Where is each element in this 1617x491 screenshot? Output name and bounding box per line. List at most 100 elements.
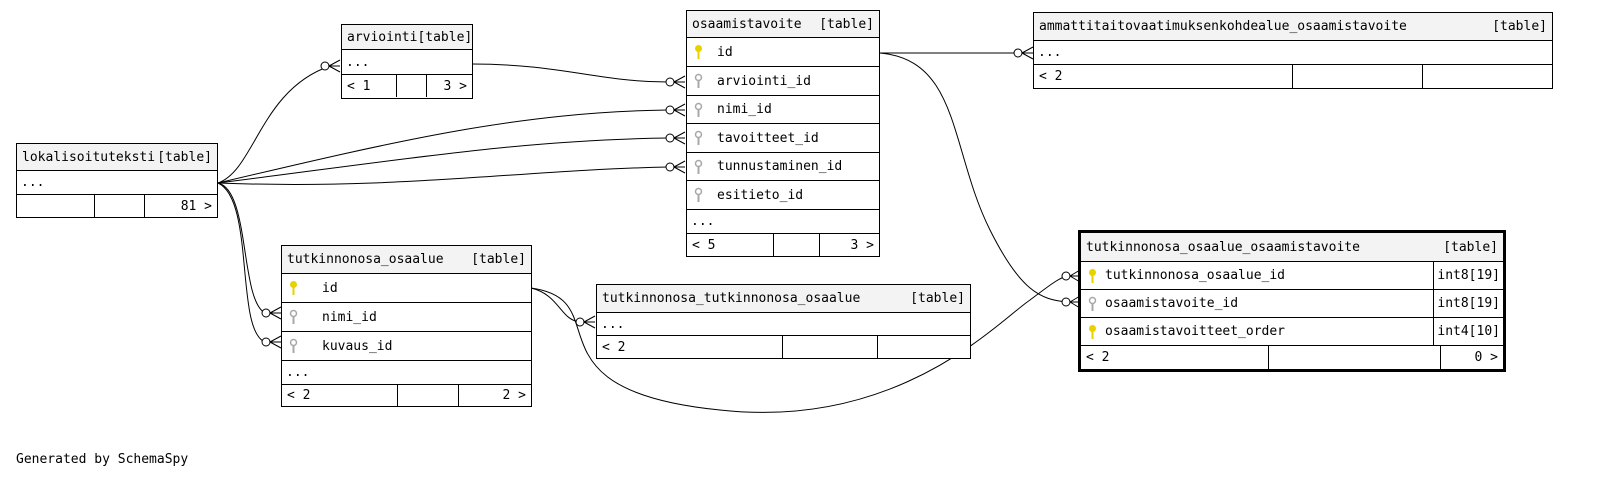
table-ammattitaitovaatimuksenkohdealue-osaamistavoite[interactable]: ammattitaitovaatimuksenkohdealue_osaamis…	[1033, 12, 1553, 89]
foreign-key-icon	[1081, 296, 1103, 312]
table-name: arviointi	[347, 29, 418, 45]
table-tutkinnonosa-osaalue-osaamistavoite[interactable]: tutkinnonosa_osaalue_osaamistavoite [tab…	[1078, 230, 1506, 372]
relation-end-marker	[665, 133, 675, 143]
relation-end-marker	[575, 317, 585, 327]
table-header: osaamistavoite [table]	[687, 11, 879, 38]
column-row[interactable]: arviointi_id	[687, 67, 879, 96]
relation-edge	[217, 109, 669, 184]
children-count[interactable]: 0 >	[1474, 350, 1498, 365]
more-columns: ...	[282, 361, 531, 385]
column-name: tunnustaminen_id	[717, 159, 843, 174]
foreign-key-icon	[282, 338, 304, 354]
relation-edge	[217, 65, 331, 184]
table-osaamistavoite[interactable]: osaamistavoite [table] id arviointi_id n…	[686, 10, 880, 257]
relation-edge	[879, 52, 1069, 303]
column-row[interactable]: nimi_id	[282, 303, 531, 332]
table-kind: [table]	[471, 252, 526, 267]
relation-edge	[217, 166, 669, 185]
column-row[interactable]: osaamistavoitteet_order int4[10]	[1081, 318, 1503, 346]
table-name: tutkinnonosa_tutkinnonosa_osaalue	[602, 291, 861, 306]
column-row[interactable]: tutkinnonosa_osaalue_id int8[19]	[1081, 262, 1503, 290]
column-name: osaamistavoitteet_order	[1105, 324, 1286, 339]
column-name: tavoitteet_id	[717, 130, 819, 146]
column-row[interactable]: kuvaus_id	[282, 332, 531, 361]
more-columns: ...	[1034, 41, 1552, 65]
column-row[interactable]: id	[687, 38, 879, 67]
foreign-key-icon	[687, 159, 709, 175]
column-row[interactable]: tavoitteet_id	[687, 124, 879, 153]
table-footer: < 2 2 >	[282, 385, 531, 406]
parents-count[interactable]: < 2	[597, 336, 783, 358]
table-tutkinnonosa-tutkinnonosa-osaalue[interactable]: tutkinnonosa_tutkinnonosa_osaalue [table…	[596, 284, 971, 359]
children-count[interactable]: 81 >	[180, 198, 212, 214]
foreign-key-icon	[687, 102, 709, 118]
foreign-key-icon	[687, 73, 709, 89]
parents-count[interactable]: < 1	[342, 75, 397, 97]
table-footer: < 2 0 >	[1081, 346, 1503, 369]
primary-key-icon	[1081, 268, 1103, 284]
parents-count[interactable]: < 2	[282, 385, 398, 406]
table-name: ammattitaitovaatimuksenkohdealue_osaamis…	[1039, 19, 1407, 34]
table-header: arviointi [table]	[342, 25, 472, 50]
relation-end-marker	[1061, 297, 1071, 307]
relation-end-marker	[261, 337, 271, 347]
column-row[interactable]: id	[282, 274, 531, 303]
table-footer: < 2	[1034, 65, 1552, 88]
children-count[interactable]: 3 >	[443, 78, 467, 94]
column-type: int8[19]	[1433, 262, 1503, 289]
parents-count[interactable]	[17, 195, 95, 217]
column-name: id	[717, 44, 733, 60]
table-name: osaamistavoite	[692, 16, 802, 32]
relation-end-marker	[261, 308, 271, 318]
column-row[interactable]: esitieto_id	[687, 181, 879, 210]
table-kind: [table]	[417, 29, 473, 45]
column-name: osaamistavoite_id	[1105, 296, 1239, 311]
children-count[interactable]: 2 >	[502, 388, 526, 403]
foreign-key-icon	[687, 187, 709, 203]
more-columns: ...	[597, 313, 970, 336]
children-count[interactable]	[1423, 65, 1552, 88]
column-type: int4[10]	[1433, 318, 1503, 345]
table-lokalisoituteksti[interactable]: lokalisoituteksti [table] ... 81 >	[16, 143, 218, 218]
relation-end-marker	[1061, 271, 1071, 281]
relation-edge	[217, 182, 266, 314]
relation-end-marker	[1013, 48, 1023, 58]
column-row[interactable]: tunnustaminen_id	[687, 153, 879, 181]
primary-key-icon	[282, 280, 304, 296]
column-row[interactable]: nimi_id	[687, 96, 879, 124]
table-kind: [table]	[1492, 19, 1547, 34]
parents-count[interactable]: < 2	[1081, 346, 1269, 369]
column-type: int8[19]	[1433, 290, 1503, 317]
table-tutkinnonosa-osaalue[interactable]: tutkinnonosa_osaalue [table] id nimi_id …	[281, 245, 532, 407]
primary-key-icon	[687, 44, 709, 60]
table-kind: [table]	[157, 149, 212, 165]
column-name: esitieto_id	[717, 187, 804, 203]
relation-end-marker	[320, 61, 330, 71]
table-kind: [table]	[819, 16, 874, 32]
more-columns: ...	[687, 210, 879, 234]
column-row[interactable]: osaamistavoite_id int8[19]	[1081, 290, 1503, 318]
relation-end-marker	[665, 162, 675, 172]
table-header: ammattitaitovaatimuksenkohdealue_osaamis…	[1034, 13, 1552, 41]
column-name: nimi_id	[717, 102, 772, 117]
relation-end-marker	[665, 105, 675, 115]
table-footer: 81 >	[17, 195, 217, 217]
children-count[interactable]	[878, 336, 970, 358]
relation-edge	[530, 287, 581, 323]
relation-edge	[471, 63, 669, 83]
relation-end-marker	[665, 77, 675, 87]
more-columns: ...	[17, 171, 217, 195]
parents-count[interactable]: < 5	[687, 234, 774, 256]
table-arviointi[interactable]: arviointi [table] ... < 1 3 >	[341, 24, 473, 99]
table-kind: [table]	[1443, 239, 1498, 255]
primary-key-icon	[1081, 324, 1103, 340]
relation-edge	[530, 275, 1069, 413]
table-header: tutkinnonosa_osaalue_osaamistavoite [tab…	[1081, 233, 1503, 262]
relation-edge	[217, 137, 669, 184]
children-count[interactable]: 3 >	[850, 237, 874, 253]
table-header: tutkinnonosa_osaalue [table]	[282, 246, 531, 274]
column-name: id	[322, 280, 338, 296]
table-footer: < 1 3 >	[342, 75, 472, 97]
column-name: nimi_id	[322, 309, 377, 325]
parents-count[interactable]: < 2	[1034, 65, 1293, 88]
